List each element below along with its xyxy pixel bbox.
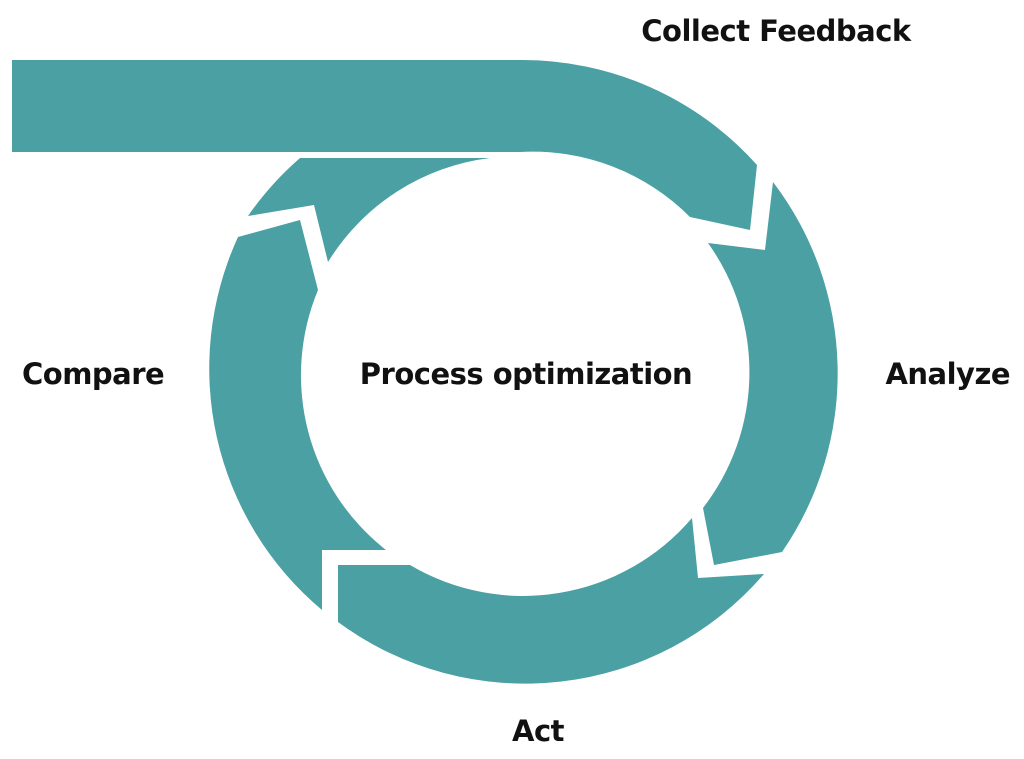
stage-label-compare: Compare xyxy=(22,357,164,391)
stage-label-collect-feedback: Collect Feedback xyxy=(641,14,912,48)
stage-label-analyze: Analyze xyxy=(885,357,1010,391)
compare-segment xyxy=(209,220,386,610)
center-label: Process optimization xyxy=(360,357,692,391)
analyze-segment xyxy=(703,182,838,565)
compare-to-collect-segment xyxy=(248,158,490,262)
act-segment xyxy=(338,518,764,684)
stage-label-act: Act xyxy=(512,714,565,748)
feedback-intake-arrow xyxy=(12,59,757,230)
